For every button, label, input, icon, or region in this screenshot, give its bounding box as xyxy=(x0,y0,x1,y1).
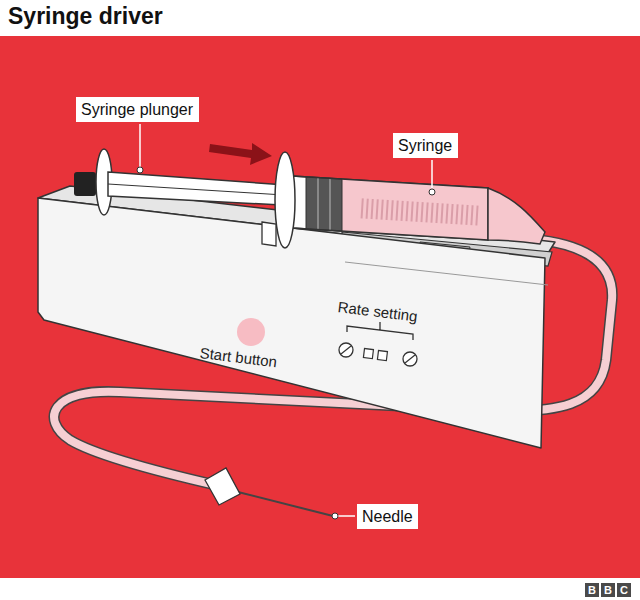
callout-box: Syringe plunger xyxy=(76,97,199,122)
logo-letter: C xyxy=(617,583,631,597)
callout-box: Syringe xyxy=(393,133,458,158)
callout-box: Needle xyxy=(357,504,418,529)
diagram-title: Syringe driver xyxy=(8,3,163,30)
logo-letter: B xyxy=(601,583,615,597)
logo-letter: B xyxy=(585,583,599,597)
callout-text: Syringe xyxy=(398,137,452,154)
callout-text: Syringe plunger xyxy=(81,101,193,118)
callout-text: Needle xyxy=(362,508,413,525)
